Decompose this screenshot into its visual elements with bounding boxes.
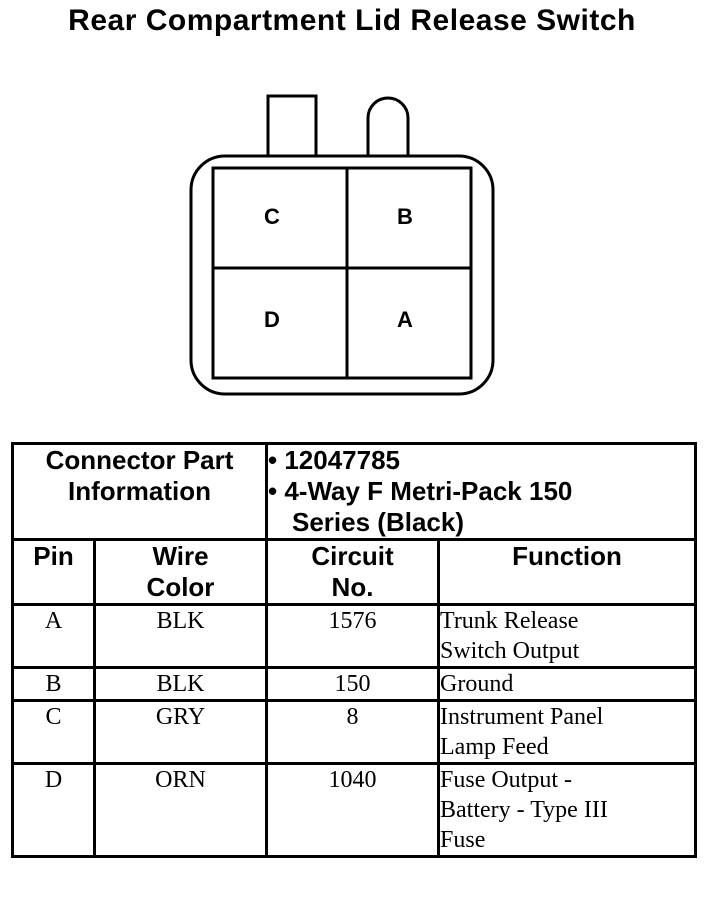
cell-pin: B <box>11 666 96 702</box>
pin-label-b: B <box>397 204 413 229</box>
pin-label-d: D <box>264 307 280 332</box>
pin-label-a: A <box>397 307 413 332</box>
table-row: A BLK 1576 Trunk Release Switch Output <box>11 603 697 669</box>
col-header-circuit: Circuit No. <box>265 538 440 606</box>
cell-circuit: 1040 <box>265 762 440 858</box>
part-description-line2: Series (Black) <box>292 507 464 537</box>
connector-part-values-cell: • 12047785 • 4-Way F Metri-Pack 150 Seri… <box>265 442 697 541</box>
column-header-row: Pin Wire Color Circuit No. Function <box>11 538 697 606</box>
table-row: B BLK 150 Ground <box>11 666 697 702</box>
connector-part-label-cell: Connector Part Information <box>11 442 268 541</box>
part-number: • 12047785 <box>268 445 401 475</box>
connector-tab-square <box>266 94 318 160</box>
cell-circuit: 1576 <box>265 603 440 669</box>
part-description-line1: • 4-Way F Metri-Pack 150 <box>268 476 573 506</box>
col-header-pin: Pin <box>11 538 96 606</box>
table-row: C GRY 8 Instrument Panel Lamp Feed <box>11 699 697 765</box>
col-header-function: Function <box>437 538 697 606</box>
cell-function: Trunk Release Switch Output <box>437 603 697 669</box>
cell-pin: C <box>11 699 96 765</box>
diagram-title: Rear Compartment Lid Release Switch <box>68 4 636 37</box>
pin-label-c: C <box>264 204 280 229</box>
cavity-block-right <box>345 166 473 380</box>
table-row: D ORN 1040 Fuse Output - Battery - Type … <box>11 762 697 858</box>
connector-part-label-line1: Connector Part <box>45 445 234 475</box>
cell-function: Fuse Output - Battery - Type III Fuse <box>437 762 697 858</box>
col-header-wire-color: Wire Color <box>93 538 268 606</box>
cavity-block-left <box>211 166 365 380</box>
connector-info-table: Connector Part Information • 12047785 • … <box>11 442 697 858</box>
cell-pin: A <box>11 603 96 669</box>
connector-face-diagram: C B D A <box>189 94 495 396</box>
cell-function: Instrument Panel Lamp Feed <box>437 699 697 765</box>
cell-circuit: 8 <box>265 699 440 765</box>
cell-wire-color: ORN <box>93 762 268 858</box>
cell-wire-color: BLK <box>93 666 268 702</box>
cell-wire-color: GRY <box>93 699 268 765</box>
connector-tab-round <box>366 96 410 158</box>
cell-circuit: 150 <box>265 666 440 702</box>
connector-part-row: Connector Part Information • 12047785 • … <box>11 442 697 541</box>
cell-function: Ground <box>437 666 697 702</box>
cell-wire-color: BLK <box>93 603 268 669</box>
cell-pin: D <box>11 762 96 858</box>
connector-part-label-line2: Information <box>68 476 211 506</box>
